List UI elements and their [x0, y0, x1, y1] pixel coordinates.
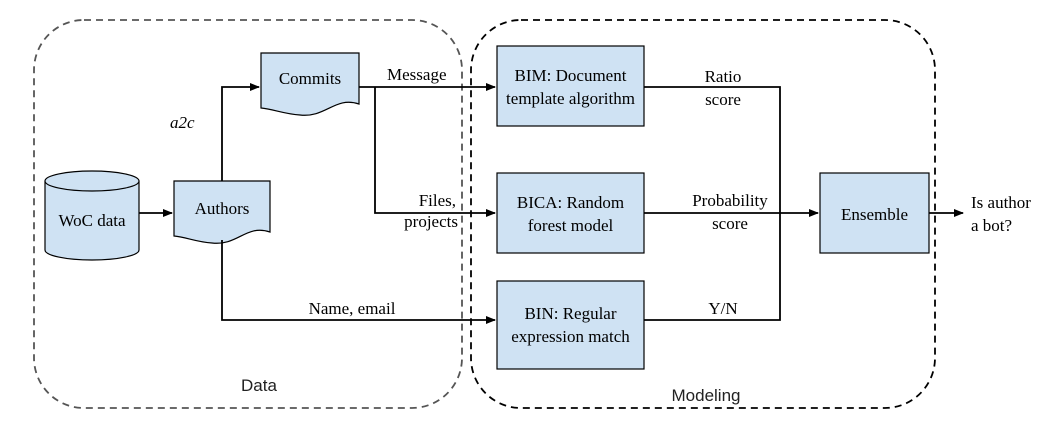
output-label-line1: Is author [971, 193, 1031, 212]
ratio-score-label: score [705, 90, 741, 109]
svg-text:forest model: forest model [528, 216, 614, 235]
name-email-label: Name, email [309, 299, 396, 318]
svg-text:template algorithm: template algorithm [506, 89, 635, 108]
bim-to-ensemble-line [644, 86, 781, 213]
bica-node: BICA: Random forest model [496, 172, 645, 254]
modeling-group-label: Modeling [672, 386, 741, 405]
yn-label: Y/N [708, 299, 737, 318]
svg-text:Ensemble: Ensemble [841, 205, 908, 224]
svg-text:Commits: Commits [279, 69, 341, 88]
bin-to-ensemble-line [644, 213, 781, 321]
files-label: Files, [419, 191, 456, 210]
commits-to-bica-arrow [374, 87, 496, 217]
authors-node: Authors [173, 180, 271, 244]
message-label: Message [387, 65, 446, 84]
ensemble-node: Ensemble [819, 172, 930, 254]
svg-text:BICA: Random: BICA: Random [517, 193, 624, 212]
svg-text:expression match: expression match [511, 327, 630, 346]
data-group-label: Data [241, 376, 277, 395]
svg-text:WoC data: WoC data [58, 211, 126, 230]
authors-to-bin-arrow [221, 240, 496, 324]
probability-label: Probability [692, 191, 768, 210]
probability-score-label: score [712, 214, 748, 233]
svg-text:BIM: Document: BIM: Document [515, 66, 627, 85]
ratio-label: Ratio [705, 67, 742, 86]
modeling-group-border [470, 19, 936, 409]
woc-data-node: WoC data [44, 170, 140, 261]
bim-node: BIM: Document template algorithm [496, 45, 645, 127]
commits-node: Commits [260, 52, 360, 116]
svg-text:Authors: Authors [195, 199, 250, 218]
projects-label: projects [404, 212, 458, 231]
authors-to-commits-arrow [221, 83, 260, 181]
data-group-border [33, 19, 463, 409]
svg-text:BIN: Regular: BIN: Regular [524, 304, 616, 323]
bin-node: BIN: Regular expression match [496, 280, 645, 370]
a2c-label: a2c [170, 113, 195, 132]
output-label-line2: a bot? [971, 216, 1012, 235]
